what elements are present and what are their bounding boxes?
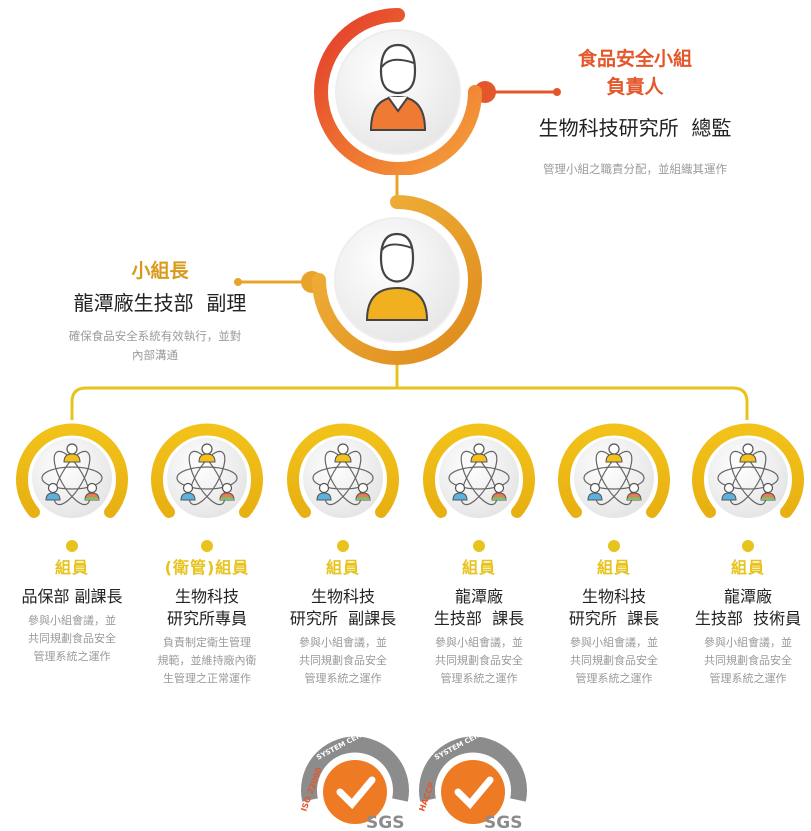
member-desc-line: 參與小組會議，並	[570, 636, 658, 649]
team-atom-icon	[16, 423, 128, 518]
member-name-line1: 生物科技	[581, 587, 646, 606]
team-atom-icon	[151, 423, 263, 518]
chief-avatar-node	[312, 195, 482, 365]
member-name-line1: 龍潭廠	[723, 587, 772, 606]
member-connector-dot	[201, 540, 213, 552]
member-desc: 參與小組會議，並共同規劃食品安全管理系統之運作	[546, 634, 682, 688]
member-desc-line: 參與小組會議，並	[704, 636, 792, 649]
leader-desc: 管理小組之職責分配，並組織其運作	[543, 162, 727, 176]
team-atom-icon	[423, 423, 535, 518]
member-role: 組員	[54, 558, 89, 577]
member-name-line2: 研究所 副課長	[289, 609, 397, 628]
iso22000-seal: SYSTEM CERTIFICATION ISO 22000 SGS	[299, 722, 409, 831]
member-desc: 負責制定衛生管理規範，並維持廠內衛生管理之正常運作	[139, 634, 275, 688]
member-desc-line: 管理系統之運作	[304, 672, 382, 685]
leader-title-line2: 負責人	[606, 76, 664, 98]
member-connector-dot	[66, 540, 78, 552]
member-desc-line: 負責制定衛生管理	[163, 636, 251, 649]
member-name-line1: 生物科技	[174, 587, 239, 606]
member-desc-line: 共同規劃食品安全	[435, 654, 523, 667]
member-card: (衛管)組員生物科技研究所專員負責制定衛生管理規範，並維持廠內衛生管理之正常運作	[139, 554, 275, 688]
chief-desc-line1: 確保食品安全系統有效執行，並對	[68, 329, 242, 343]
male-person-icon	[365, 232, 429, 321]
member-desc-line: 共同規劃食品安全	[704, 654, 792, 667]
member-desc: 參與小組會議，並共同規劃食品安全管理系統之運作	[680, 634, 811, 688]
chief-desc-line2: 內部溝通	[132, 348, 178, 362]
chief-name: 龍潭廠生技部 副理	[73, 291, 247, 315]
member-desc-line: 共同規劃食品安全	[28, 632, 116, 645]
member-desc-line: 管理系統之運作	[33, 650, 111, 663]
member-role: 組員	[730, 558, 765, 577]
member-name-line1: 生物科技	[310, 587, 375, 606]
member-role: (衛管)組員	[164, 558, 250, 577]
member-connector-dot	[742, 540, 754, 552]
member-name-line2: 生技部 技術員	[694, 609, 802, 628]
member-card: 組員生物科技研究所 課長參與小組會議，並共同規劃食品安全管理系統之運作	[546, 554, 682, 688]
female-person-icon	[369, 43, 427, 131]
member-name-line1: 龍潭廠	[454, 587, 503, 606]
member-desc-line: 規範，並維持廠內衛	[157, 654, 257, 667]
member-desc-line: 共同規劃食品安全	[299, 654, 387, 667]
member-card: 組員龍潭廠生技部 技術員參與小組會議，並共同規劃食品安全管理系統之運作	[680, 554, 811, 688]
member-role: 組員	[325, 558, 360, 577]
member-desc-line: 參與小組會議，並	[435, 636, 523, 649]
member-connector-dot	[608, 540, 620, 552]
member-desc: 參與小組會議，並共同規劃食品安全管理系統之運作	[275, 634, 411, 688]
member-connector-dot	[473, 540, 485, 552]
member-role: 組員	[596, 558, 631, 577]
member-desc-line: 生管理之正常運作	[163, 672, 251, 685]
team-atom-icon	[692, 423, 804, 518]
seal-brand: SGS	[484, 813, 522, 831]
member-desc-line: 管理系統之運作	[575, 672, 653, 685]
member-role: 組員	[461, 558, 496, 577]
member-desc-line: 管理系統之運作	[709, 672, 787, 685]
member-desc: 參與小組會議，並共同規劃食品安全管理系統之運作	[4, 612, 140, 666]
member-desc-line: 參與小組會議，並	[299, 636, 387, 649]
member-card: 組員龍潭廠生技部 課長參與小組會議，並共同規劃食品安全管理系統之運作	[411, 554, 547, 688]
member-desc-line: 管理系統之運作	[440, 672, 518, 685]
member-card: 組員生物科技研究所 副課長參與小組會議，並共同規劃食品安全管理系統之運作	[275, 554, 411, 688]
team-atom-icon	[287, 423, 399, 518]
member-name-line2: 研究所 課長	[568, 609, 660, 628]
haccp-seal: SYSTEM CERTIFICATION HACCP SGS	[417, 722, 527, 831]
check-badge-icon	[441, 760, 505, 824]
member-connector-dot	[337, 540, 349, 552]
leader-avatar-node	[314, 8, 482, 175]
member-desc-line: 共同規劃食品安全	[570, 654, 658, 667]
member-card: 組員品保部 副課長參與小組會議，並共同規劃食品安全管理系統之運作	[4, 554, 140, 666]
member-name-line2: 生技部 課長	[433, 609, 525, 628]
seal-brand: SGS	[366, 813, 404, 831]
check-badge-icon	[323, 760, 387, 824]
member-desc-line: 參與小組會議，並	[28, 614, 116, 627]
member-name-line1: 品保部 副課長	[21, 587, 123, 606]
leader-title-line1: 食品安全小組	[577, 48, 692, 70]
team-atom-icon	[558, 423, 670, 518]
chief-title: 小組長	[131, 260, 189, 282]
member-name-line2: 研究所專員	[166, 609, 247, 628]
member-desc: 參與小組會議，並共同規劃食品安全管理系統之運作	[411, 634, 547, 688]
leader-name: 生物科技研究所 總監	[538, 116, 732, 140]
